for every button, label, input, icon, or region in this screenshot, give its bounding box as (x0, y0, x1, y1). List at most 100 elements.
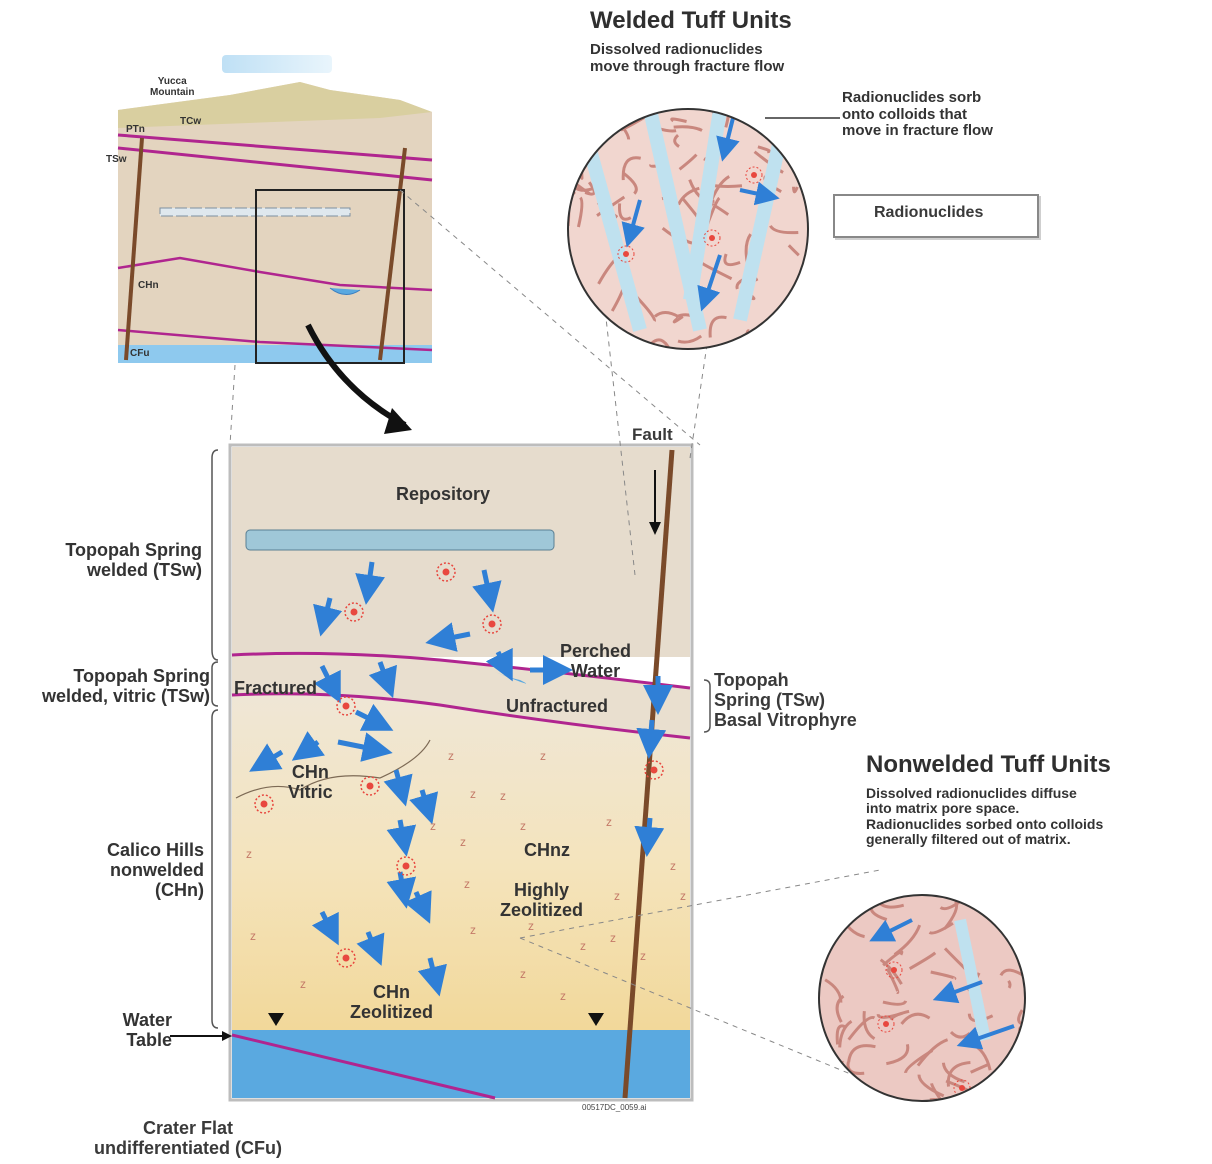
dashed-guide (230, 365, 235, 445)
ptn-label: PTn (126, 124, 145, 135)
radionuclide-core (709, 235, 715, 241)
zeolite-mark: z (606, 815, 612, 829)
cfu-label: CFu (130, 348, 149, 359)
matrix-crack (930, 1100, 954, 1124)
bracket (212, 450, 218, 660)
zeolite-mark: z (464, 877, 470, 891)
radionuclide-core (343, 703, 350, 710)
flow-arrow (648, 818, 650, 842)
fractured-label: Fractured (234, 678, 317, 698)
welded-subtitle: Dissolved radionuclides move through fra… (590, 42, 784, 75)
matrix-crack (1009, 981, 1010, 988)
matrix-crack (938, 872, 954, 897)
zeolite-mark: z (460, 835, 466, 849)
matrix-crack (820, 1061, 842, 1089)
radionuclide-core (959, 1085, 965, 1091)
nonwelded-title: Nonwelded Tuff Units (866, 752, 1111, 779)
repository-drifts (246, 530, 554, 550)
radionuclide-core (343, 955, 350, 962)
water-layer (232, 1030, 690, 1098)
zeolite-mark: z (500, 789, 506, 803)
radionuclide-core (489, 621, 496, 628)
matrix-crack (566, 291, 570, 307)
fault-label: Fault (632, 425, 673, 444)
cloud (222, 55, 332, 73)
radionuclide-core (651, 767, 658, 774)
radionuclide-core (443, 569, 450, 576)
zeolite-mark: z (470, 923, 476, 937)
matrix-crack (588, 114, 594, 134)
zeolite-mark: z (610, 931, 616, 945)
matrix-crack (1010, 896, 1038, 915)
matrix-crack (571, 331, 587, 354)
matrix-crack (1017, 1055, 1027, 1076)
bracket (704, 680, 710, 732)
welded-callout: Radionuclides sorb onto colloids that mo… (842, 90, 993, 140)
tsw-label: TSw (106, 154, 127, 165)
nonwelded-text: Dissolved radionuclides diffuse into mat… (866, 786, 1103, 848)
matrix-crack (568, 114, 588, 126)
radionuclide-core (751, 172, 757, 178)
tsw-layer (232, 447, 690, 657)
zeolite-mark: z (680, 889, 686, 903)
zeolite-mark: z (560, 989, 566, 1003)
zeolite-mark: z (250, 929, 256, 943)
chn-label: CHn (138, 280, 159, 291)
zeolite-mark: z (300, 977, 306, 991)
zeolite-mark: z (528, 919, 534, 933)
highly-zeolitized-label: Highly Zeolitized (500, 880, 583, 920)
zeolite-mark: z (614, 889, 620, 903)
zeolite-mark: z (520, 819, 526, 833)
matrix-crack (757, 329, 761, 358)
matrix-crack (586, 133, 588, 148)
matrix-crack (997, 1090, 1004, 1107)
unfractured-label: Unfractured (506, 696, 608, 716)
zeolite-mark: z (470, 787, 476, 801)
water-table-label: Water Table (123, 1010, 172, 1050)
zeolite-mark: z (540, 749, 546, 763)
matrix-crack (987, 897, 999, 904)
radionuclide-core (883, 1021, 889, 1027)
matrix-crack (866, 894, 873, 907)
perched-water-label: Perched Water (560, 641, 631, 681)
zeolite-mark: z (670, 859, 676, 873)
zeolite-mark: z (580, 939, 586, 953)
chn-zeolitized-label: CHn Zeolitized (350, 982, 433, 1022)
matrix-crack (568, 296, 574, 310)
matrix-crack (586, 315, 592, 322)
flow-arrow (650, 720, 652, 744)
matrix-crack (774, 337, 783, 364)
chnz-label: CHnz (524, 840, 570, 860)
matrix-crack (973, 895, 979, 904)
radionuclide-core (623, 251, 629, 257)
welded-magnifier (564, 106, 840, 363)
zeolite-mark: z (246, 847, 252, 861)
zeolite-mark: z (430, 819, 436, 833)
matrix-crack (778, 116, 784, 134)
radionuclide-core (891, 967, 897, 973)
matrix-crack (714, 186, 742, 187)
bracket (212, 710, 218, 1028)
yucca-label: Yucca Mountain (150, 76, 194, 98)
tsw-vitric-label: Topopah Spring welded, vitric (TSw) (42, 666, 210, 706)
file-id: 00517DC_0059.ai (582, 1104, 647, 1113)
crater-flat-label: Crater Flat undifferentiated (CFu) (94, 1118, 282, 1158)
nonwelded-magnifier (819, 872, 1038, 1123)
calico-hills-label: Calico Hills nonwelded (CHn) (107, 840, 204, 900)
radionuclide-core (367, 783, 374, 790)
basal-vitrophyre-label: Topopah Spring (TSw) Basal Vitrophyre (714, 670, 857, 730)
legend-label: Radionuclides (874, 204, 983, 222)
zeolite-mark: z (448, 749, 454, 763)
zeolite-mark: z (520, 967, 526, 981)
radionuclide-core (261, 801, 268, 808)
bracket (212, 662, 218, 706)
tcw-label: TCw (180, 116, 201, 127)
repository-label: Repository (396, 484, 490, 504)
radionuclide-core (403, 863, 410, 870)
tsw-welded-label: Topopah Spring welded (TSw) (65, 540, 202, 580)
zeolite-mark: z (640, 949, 646, 963)
matrix-crack (819, 896, 838, 904)
radionuclide-core (351, 609, 358, 616)
chn-vitric-label: CHn Vitric (288, 762, 333, 802)
